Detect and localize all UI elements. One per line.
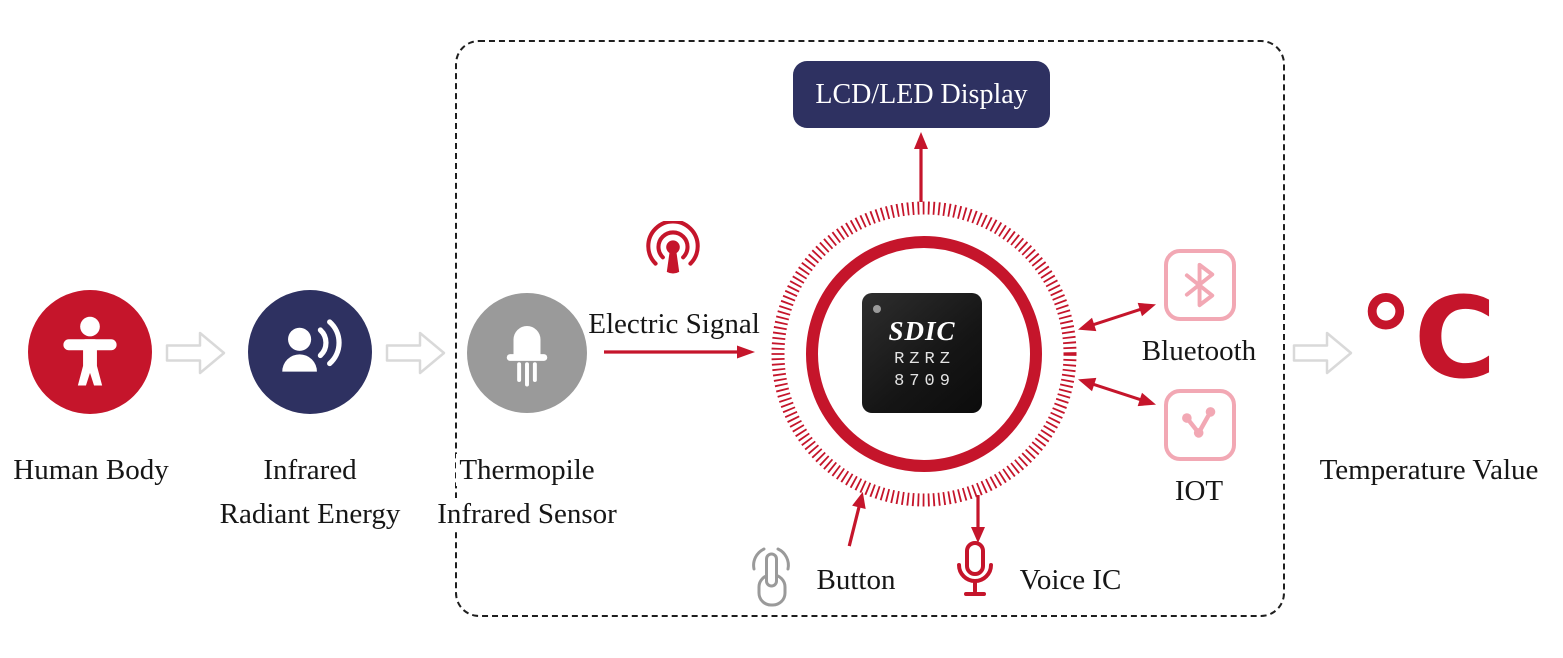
button-arrow [847,491,866,547]
thermopile-label: Thermopile Infrared Sensor [407,449,647,536]
touch-finger-icon [752,547,790,607]
thermopile-label-line1: Thermopile [456,454,598,486]
iot-card [1164,389,1236,461]
sdic-chip: SDIC RZRZ 8709 [862,293,982,413]
thermopile-label-line2: Infrared Sensor [434,497,620,530]
lcd-display-box: LCD/LED Display [793,61,1050,128]
iot-arrow [1078,377,1156,407]
flow-arrow-2 [385,331,446,375]
lcd-display-label: LCD/LED Display [815,78,1028,110]
radiating-person-icon [282,319,342,372]
infrared-label: Infrared Radiant Energy [190,449,430,536]
microphone-icon [957,541,993,596]
human-body-node [28,290,152,414]
temperature-label: Temperature Value [1319,454,1539,486]
iot-label: IOT [1174,475,1224,507]
bluetooth-arrow [1078,302,1156,332]
transistor-sensor-icon [506,326,548,387]
chip-ring [771,201,1077,507]
infrared-label-line1: Infrared [263,454,357,486]
thermopile-node [467,293,587,413]
infrared-label-line2: Radiant Energy [219,497,401,530]
chip-brand: SDIC [888,315,956,346]
chip-pin1-dot [873,305,881,313]
module-frame [455,40,1285,617]
human-figure-icon [63,316,117,386]
human-body-label: Human Body [13,454,169,486]
voice-ic-label: Voice IC [1019,564,1122,596]
chip-model-line2: 8709 [894,371,955,391]
bluetooth-icon [1184,262,1215,308]
infrared-node [248,290,372,414]
chip-model-line1: RZRZ [894,349,955,369]
temperature-symbol: °C [1358,274,1497,404]
voice-arrow [971,495,985,543]
bluetooth-card [1164,249,1236,321]
electric-signal-label: Electric Signal [588,308,760,340]
electric-signal-arrow [604,345,755,359]
flow-arrow-1 [165,331,226,375]
display-arrow [914,132,928,202]
share-nodes-icon [1182,407,1216,438]
button-label: Button [816,564,896,596]
bluetooth-label: Bluetooth [1141,335,1257,367]
flow-arrow-3 [1292,331,1353,375]
broadcast-icon [646,221,700,274]
